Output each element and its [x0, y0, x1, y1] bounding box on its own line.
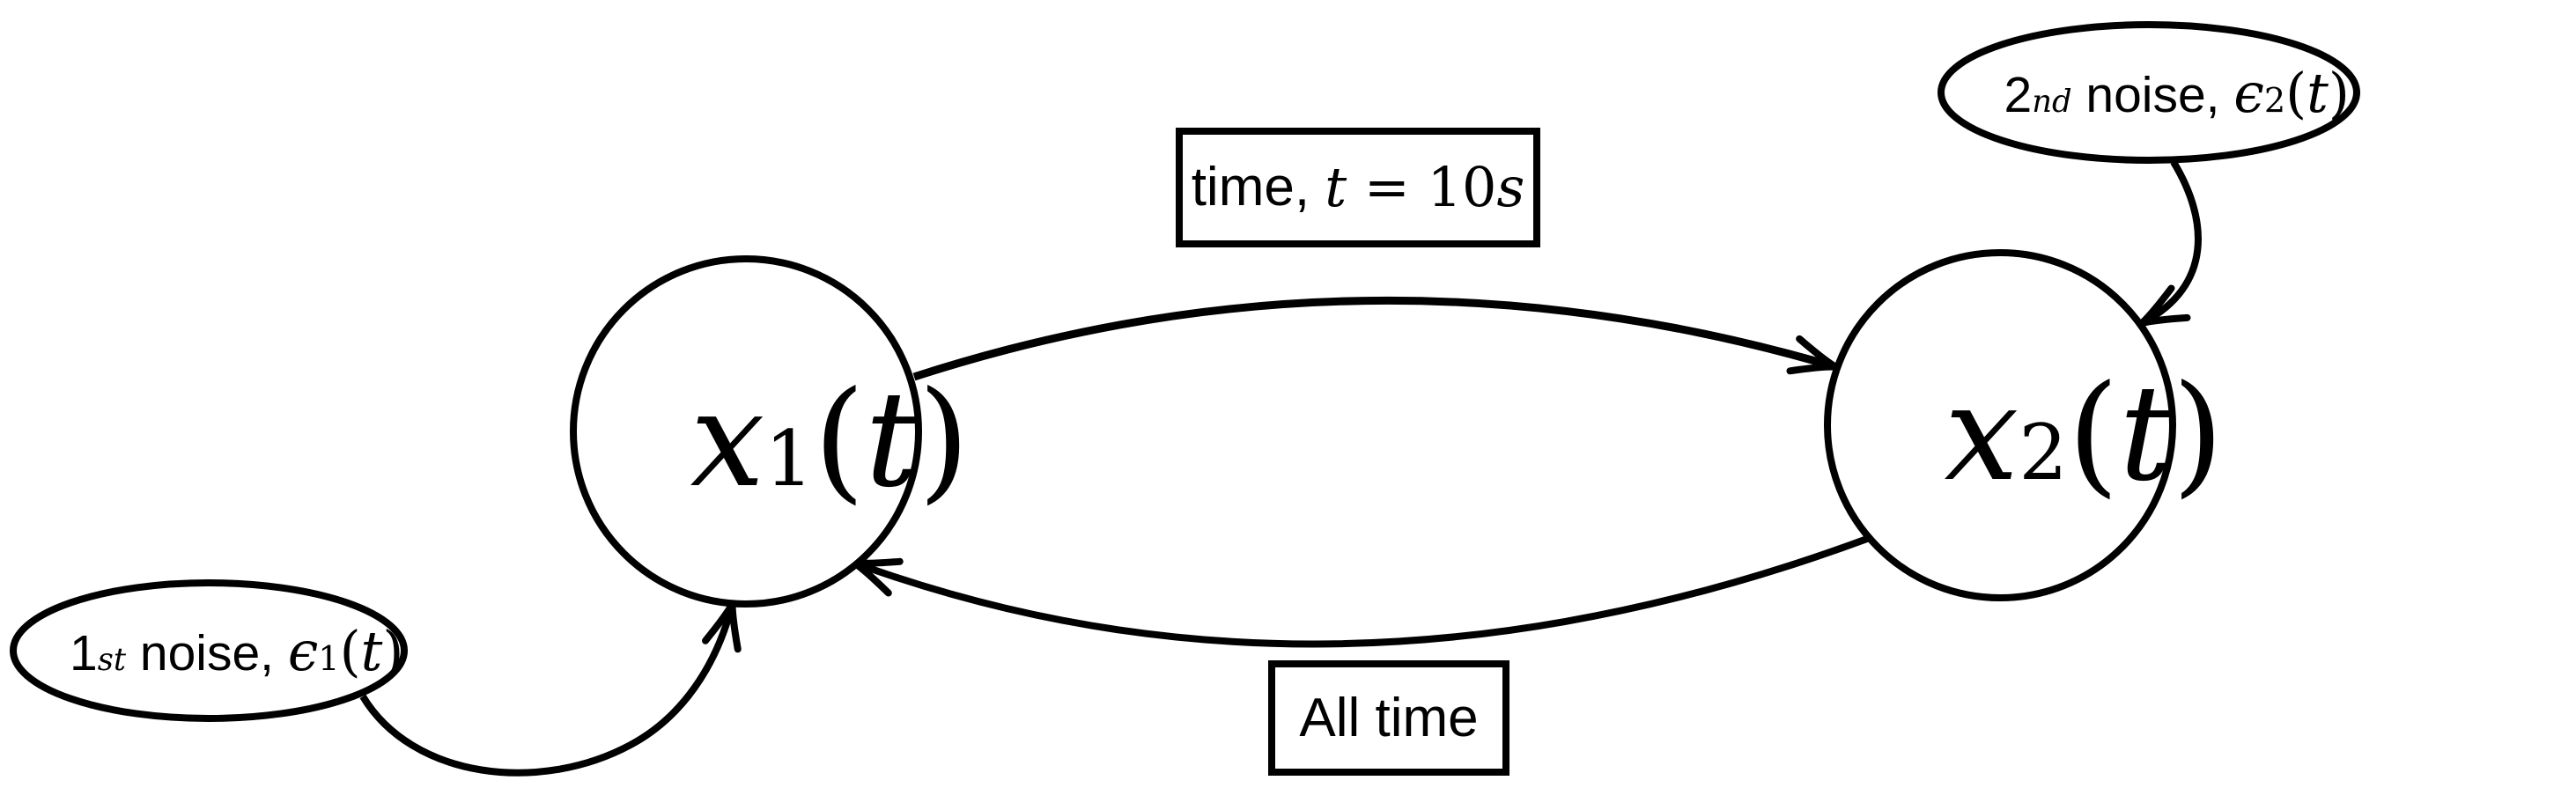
noise2-ellipse — [1938, 21, 2360, 164]
noise1-argument: t — [360, 620, 383, 684]
x2-argument: t — [2119, 357, 2173, 511]
noise2-ordinal-suffix: nd — [2032, 84, 2072, 121]
x1-open-paren: ( — [813, 364, 866, 517]
time-variable: t — [1325, 155, 1347, 219]
x1-argument: t — [865, 364, 919, 517]
edge-x2-to-x1-arrow — [841, 535, 1869, 648]
x2-close-paren: ) — [2172, 357, 2225, 511]
x2-variable: x — [1944, 357, 2019, 511]
edge-noise1-to-x1-arrow — [359, 591, 742, 777]
noise2-ordinal: 2 — [2004, 67, 2033, 124]
x2-subscript: 2 — [2019, 408, 2068, 497]
noise1-close-paren: ) — [382, 620, 404, 684]
time-label-prefix: time, — [1191, 157, 1325, 217]
noise1-word: noise, — [126, 625, 288, 682]
alltime-label-text: All time — [1299, 687, 1479, 748]
edge-noise2-to-x2-arrow — [2129, 159, 2202, 330]
time-equals: = — [1347, 155, 1428, 219]
noise1-open-paren: ( — [339, 620, 361, 684]
time-value: 10 — [1427, 155, 1497, 219]
state-node-x1-circle — [570, 255, 922, 608]
state-node-x2-label: x2(t) — [1776, 236, 2224, 632]
time-unit: s — [1496, 155, 1525, 219]
x1-variable: x — [690, 364, 765, 517]
noise2-label: 2nd noise, ϵ2(t) — [1948, 17, 2350, 172]
noise2-word: noise, — [2071, 67, 2234, 124]
state-node-x2-circle — [1824, 249, 2176, 601]
noise2-subscript: 2 — [2263, 81, 2286, 121]
noise2-epsilon: ϵ — [2233, 62, 2264, 126]
noise1-ordinal: 1 — [70, 625, 98, 682]
noise1-label: 1st noise, ϵ1(t) — [14, 575, 404, 730]
edge-x1-to-x2-arrow — [912, 296, 1849, 381]
noise1-ellipse — [10, 579, 408, 722]
x1-close-paren: ) — [918, 364, 971, 517]
noise2-close-paren: ) — [2328, 62, 2350, 126]
x2-open-paren: ( — [2067, 357, 2120, 511]
noise1-ordinal-suffix: st — [97, 642, 127, 679]
x1-subscript: 1 — [764, 414, 814, 504]
noise2-open-paren: ( — [2285, 62, 2307, 126]
noise2-argument: t — [2307, 62, 2329, 126]
noise1-epsilon: ϵ — [287, 620, 319, 684]
state-node-x1-label: x1(t) — [522, 242, 970, 638]
noise1-subscript: 1 — [318, 639, 340, 679]
edge-label-alltime-box: All time — [1268, 660, 1509, 776]
